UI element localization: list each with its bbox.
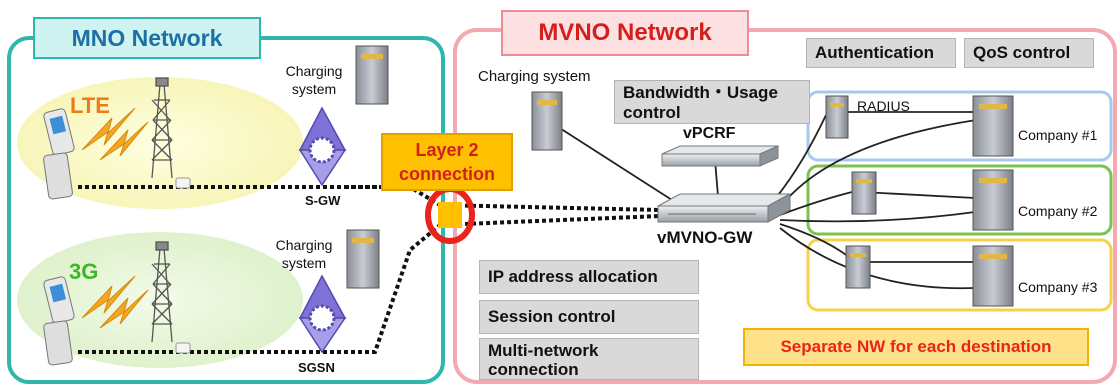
company1-server-icon (972, 95, 1014, 157)
multi-network-connection-box: Multi-network connection (479, 338, 699, 380)
radius-server-icon (825, 95, 849, 139)
vmvno-gw-label: vMVNO-GW (657, 228, 753, 247)
company2-label: Company #2 (1018, 203, 1098, 219)
3g-label: 3G (69, 259, 99, 284)
mvno-links (554, 111, 991, 290)
mvno-charging-system-label: Charging system (478, 68, 591, 85)
vpcrf-server-icon (661, 145, 779, 167)
3g-tower-icon (151, 241, 173, 343)
lte-base-station-icon (175, 177, 191, 189)
layer2-core (438, 202, 462, 228)
mno-charging-server-bottom-icon (346, 229, 380, 289)
lte-tower-icon (151, 77, 173, 179)
company2-group (806, 164, 1113, 236)
company1-group (806, 90, 1113, 162)
mvno-network-title: MVNO Network (501, 10, 749, 56)
3g-dotted-path (78, 214, 661, 354)
company2-server-icon (972, 169, 1014, 231)
lte-label: LTE (70, 93, 110, 118)
mno-network-title: MNO Network (33, 17, 261, 59)
session-control-box: Session control (479, 300, 699, 334)
ip-address-allocation-box: IP address allocation (479, 260, 699, 294)
company2-auth-server-icon (851, 171, 877, 215)
bandwidth-usage-control-box: Bandwidth・Usage control (614, 80, 810, 124)
company1-label: Company #1 (1018, 127, 1098, 143)
company3-server-icon (972, 245, 1014, 307)
3g-signal-bolt-icon (81, 275, 149, 329)
vpcrf-label: vPCRF (683, 125, 736, 142)
company3-label: Company #3 (1018, 279, 1098, 295)
sgsn-label: SGSN (298, 360, 335, 375)
company3-group (806, 238, 1113, 312)
lte-dotted-path (78, 185, 661, 212)
authentication-box: Authentication (806, 38, 956, 68)
lte-phone-icon (43, 108, 75, 200)
3g-coverage-area (17, 232, 303, 368)
radius-label: RADIUS (857, 98, 910, 114)
mno-charging-system-bottom-label: Charging system (275, 237, 333, 271)
3g-base-station-icon (175, 342, 191, 354)
mno-charging-server-top-icon (355, 45, 389, 105)
sgsn-gateway-icon (298, 274, 347, 354)
qos-control-box: QoS control (964, 38, 1094, 68)
vmvno-gw-server-icon (657, 193, 791, 223)
separate-nw-callout: Separate NW for each destination (743, 328, 1089, 366)
mno-charging-system-top-label: Charging system (285, 63, 343, 97)
sgw-label: S-GW (305, 193, 341, 208)
sgw-gateway-icon (298, 106, 347, 187)
3g-phone-icon (43, 276, 75, 366)
lte-coverage-area (17, 77, 303, 209)
layer2-connection-callout: Layer 2 connection (381, 133, 513, 191)
mvno-charging-server-icon (531, 91, 563, 151)
lte-signal-bolt-icon (81, 107, 149, 161)
company3-auth-server-icon (845, 245, 871, 289)
